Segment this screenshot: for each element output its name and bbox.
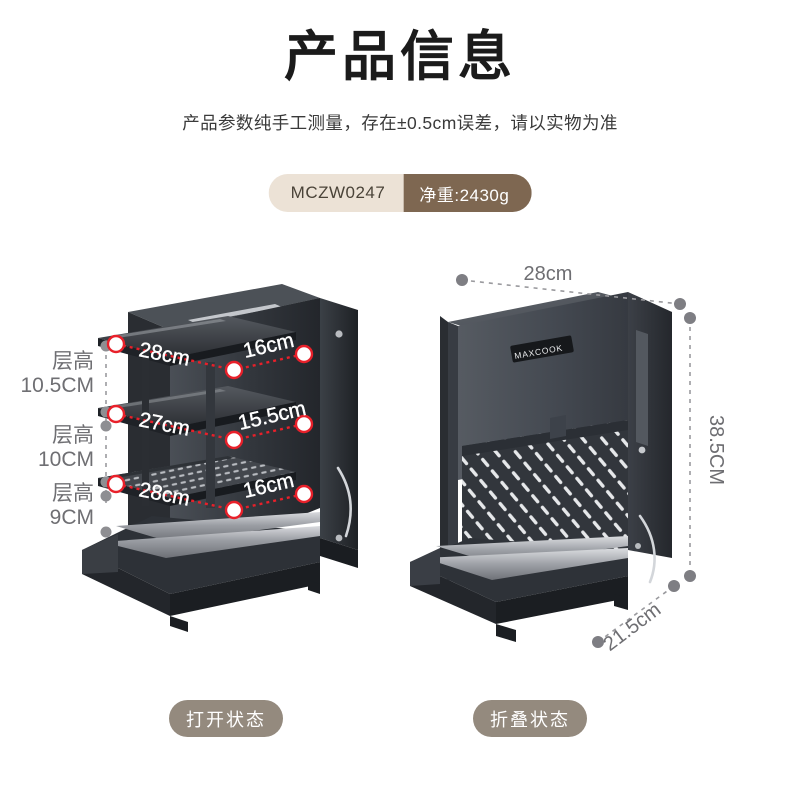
- badge-net-weight: 净重:2430g: [403, 174, 532, 212]
- folded-depth-value: 21.5cm: [600, 599, 666, 656]
- page-subtitle: 产品参数纯手工测量，存在±0.5cm误差，请以实物为准: [182, 113, 618, 133]
- caption-folded-state[interactable]: 折叠状态: [473, 700, 587, 737]
- product-illustration-stage: 层高 10.5CM 层高 10CM 层高 9CM 28cm 16cm: [0, 250, 800, 690]
- caption-open-state[interactable]: 打开状态: [169, 700, 283, 737]
- tier-1-height-label: 层高: [52, 350, 94, 373]
- figure-folded-state: MAXCOOK: [400, 250, 790, 690]
- rack-base-folded: [410, 536, 628, 642]
- tier-height-labels: 层高 10.5CM 层高 10CM 层高 9CM: [20, 340, 112, 538]
- tier-dot: [100, 490, 112, 502]
- badge-model-number: MCZW0247: [268, 174, 404, 212]
- folded-width-value: 28cm: [524, 263, 573, 285]
- rack-base-open: [82, 512, 320, 632]
- tier-2-height-label: 层高: [52, 424, 94, 447]
- page-title: 产品信息: [284, 27, 516, 87]
- tier-2-height-value: 10CM: [38, 448, 94, 471]
- tier-dot: [100, 420, 112, 432]
- rack-body-folded: MAXCOOK: [410, 292, 672, 642]
- folded-width-dimension: 28cm: [456, 263, 686, 310]
- tier-3-height-value: 9CM: [50, 506, 94, 529]
- tier-1-height-value: 10.5CM: [20, 374, 94, 397]
- figure-open-state: 层高 10.5CM 层高 10CM 层高 9CM 28cm 16cm: [20, 250, 410, 690]
- tier-3-height-label: 层高: [52, 482, 94, 505]
- product-badge: MCZW0247 净重:2430g: [268, 174, 532, 212]
- folded-height-value: 38.5CM: [705, 415, 727, 485]
- tier-dot: [100, 526, 112, 538]
- folded-height-dimension: 38.5CM: [684, 312, 727, 582]
